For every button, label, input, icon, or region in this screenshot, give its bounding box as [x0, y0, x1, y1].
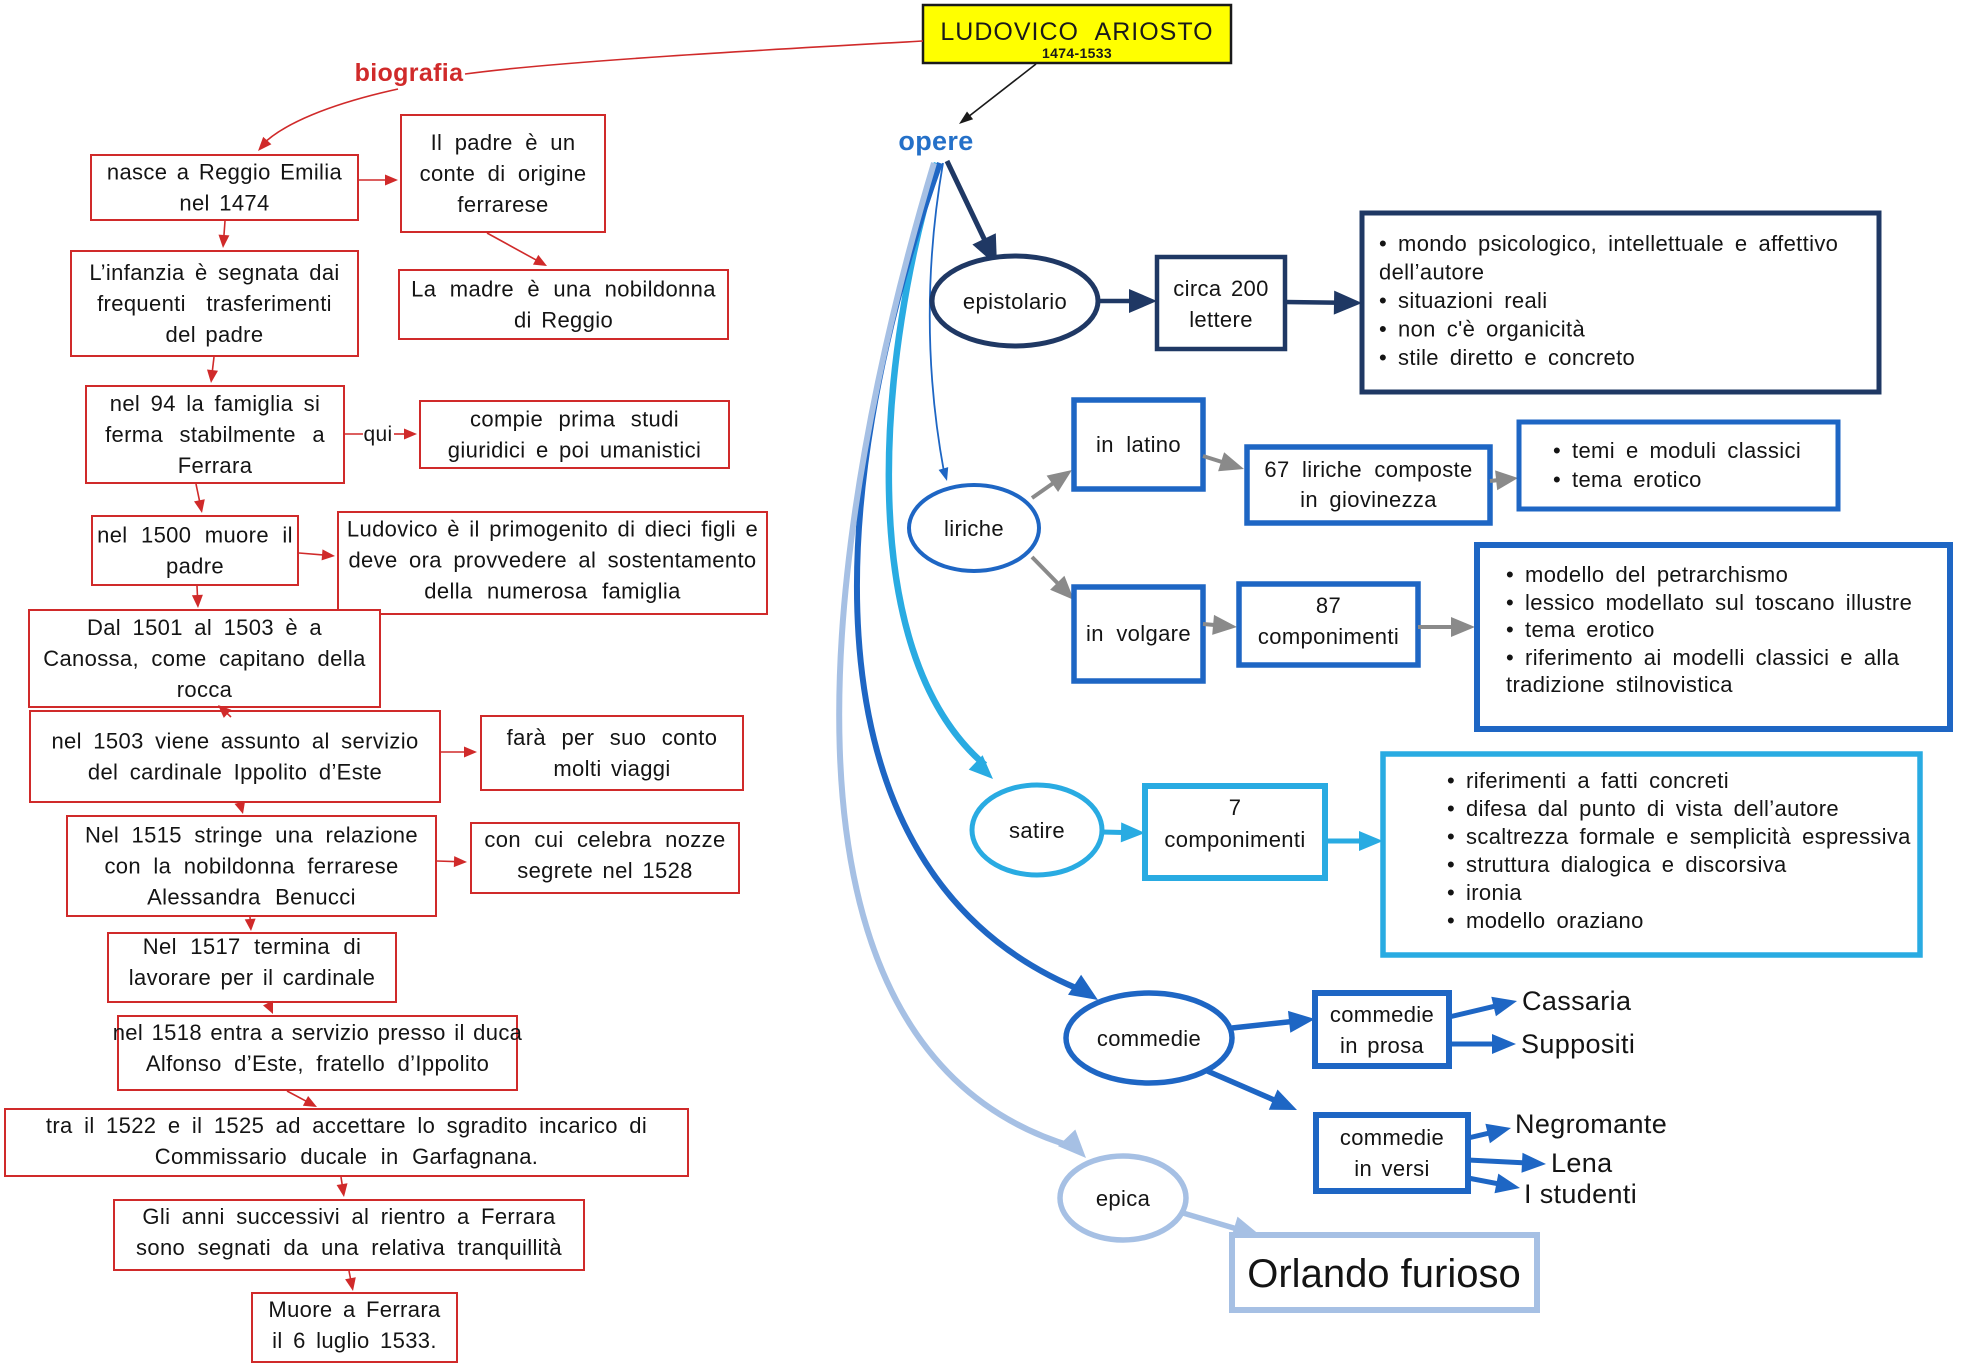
- svg-text:in prosa: in prosa: [1340, 1033, 1424, 1058]
- svg-text:Suppositi: Suppositi: [1521, 1029, 1635, 1059]
- svg-text:componimenti: componimenti: [1258, 624, 1399, 649]
- svg-text:commedie: commedie: [1330, 1002, 1434, 1027]
- svg-text:lavorare per il cardinale: lavorare per il cardinale: [129, 965, 375, 990]
- svg-text:compie prima studi: compie prima studi: [470, 407, 679, 432]
- svg-text:del padre: del padre: [166, 322, 264, 347]
- svg-text:• mondo psicologico, intellett: • mondo psicologico, intellettuale e aff…: [1379, 231, 1838, 256]
- svg-text:nel 1518 entra a servizio pres: nel 1518 entra a servizio presso il duca: [113, 1020, 523, 1045]
- svg-text:Ludovico è il primogenito di d: Ludovico è il primogenito di dieci figli…: [347, 517, 758, 542]
- svg-text:con la nobildonna ferrarese: con la nobildonna ferrarese: [104, 854, 398, 879]
- svg-text:Canossa, come capitano della: Canossa, come capitano della: [43, 646, 366, 671]
- svg-text:• riferimento ai modelli class: • riferimento ai modelli classici e alla: [1506, 645, 1900, 670]
- svg-text:Nel 1515 stringe una relazione: Nel 1515 stringe una relazione: [85, 823, 418, 848]
- svg-text:• modello oraziano: • modello oraziano: [1447, 908, 1644, 933]
- svg-text:• modello del petrarchismo: • modello del petrarchismo: [1506, 562, 1788, 587]
- svg-text:LUDOVICO ARIOSTO: LUDOVICO ARIOSTO: [940, 18, 1213, 46]
- svg-text:deve ora provvedere al sostent: deve ora provvedere al sostentamento: [348, 548, 756, 573]
- svg-text:Il padre è un: Il padre è un: [431, 130, 576, 155]
- svg-text:Orlando furioso: Orlando furioso: [1247, 1252, 1520, 1296]
- svg-text:• temi e moduli classici: • temi e moduli classici: [1553, 438, 1801, 463]
- svg-text:La madre è una nobildonna: La madre è una nobildonna: [411, 277, 716, 302]
- svg-text:molti viaggi: molti viaggi: [553, 756, 670, 781]
- svg-text:I studenti: I studenti: [1524, 1179, 1637, 1209]
- svg-text:• difesa dal punto di vista de: • difesa dal punto di vista dell’autore: [1447, 796, 1839, 821]
- svg-text:ferrarese: ferrarese: [457, 192, 548, 217]
- svg-text:giuridici e poi umanistici: giuridici e poi umanistici: [448, 438, 701, 463]
- svg-text:ferma stabilmente a: ferma stabilmente a: [105, 422, 325, 447]
- svg-text:• struttura dialogica e discor: • struttura dialogica e discorsiva: [1447, 852, 1787, 877]
- svg-text:tra il 1522 e il 1525 ad accet: tra il 1522 e il 1525 ad accettare lo sg…: [46, 1113, 647, 1138]
- svg-text:epica: epica: [1096, 1186, 1151, 1211]
- svg-text:Gli anni successivi al rientro: Gli anni successivi al rientro a Ferrara: [142, 1204, 556, 1229]
- svg-text:tradizione stilnovistica: tradizione stilnovistica: [1506, 672, 1733, 697]
- svg-text:epistolario: epistolario: [963, 289, 1067, 314]
- svg-text:nel 1474: nel 1474: [179, 191, 269, 216]
- svg-text:con cui celebra nozze: con cui celebra nozze: [484, 827, 725, 852]
- svg-text:1474-1533: 1474-1533: [1042, 45, 1112, 61]
- svg-text:• riferimenti a fatti concreti: • riferimenti a fatti concreti: [1447, 768, 1729, 793]
- svg-text:Cassaria: Cassaria: [1522, 986, 1632, 1016]
- svg-text:nel 1500 muore il: nel 1500 muore il: [97, 523, 293, 548]
- svg-text:nel 94 la famiglia si: nel 94 la famiglia si: [110, 391, 320, 416]
- svg-text:87: 87: [1316, 593, 1341, 618]
- svg-text:lettere: lettere: [1189, 307, 1253, 332]
- svg-text:commedie: commedie: [1340, 1125, 1444, 1150]
- svg-text:• stile diretto e concreto: • stile diretto e concreto: [1379, 345, 1635, 370]
- svg-text:della numerosa famiglia: della numerosa famiglia: [424, 579, 681, 604]
- svg-text:di Reggio: di Reggio: [514, 308, 613, 333]
- svg-text:commedie: commedie: [1097, 1026, 1201, 1051]
- svg-text:in latino: in latino: [1096, 432, 1181, 457]
- svg-text:Alfonso d’Este, fratello d’Ipp: Alfonso d’Este, fratello d’Ippolito: [146, 1051, 489, 1076]
- svg-text:• scaltrezza formale e semplic: • scaltrezza formale e semplicità espres…: [1447, 824, 1911, 849]
- svg-text:biografia: biografia: [355, 59, 464, 87]
- svg-text:qui: qui: [363, 423, 392, 446]
- svg-text:nasce a Reggio Emilia: nasce a Reggio Emilia: [107, 160, 343, 185]
- svg-text:segrete nel 1528: segrete nel 1528: [517, 858, 693, 883]
- svg-text:Nel 1517 termina di: Nel 1517 termina di: [143, 934, 361, 959]
- svg-text:sono segnati da una relativa t: sono segnati da una relativa tranquillit…: [136, 1235, 562, 1260]
- svg-text:in versi: in versi: [1354, 1156, 1430, 1181]
- svg-text:7: 7: [1229, 795, 1242, 820]
- svg-text:in volgare: in volgare: [1086, 621, 1191, 646]
- svg-text:liriche: liriche: [944, 516, 1004, 541]
- svg-text:conte di origine: conte di origine: [420, 161, 587, 186]
- svg-text:L’infanzia è segnata dai: L’infanzia è segnata dai: [89, 260, 339, 285]
- svg-text:• lessico modellato sul toscan: • lessico modellato sul toscano illustre: [1506, 590, 1912, 615]
- svg-text:opere: opere: [898, 126, 973, 156]
- svg-text:componimenti: componimenti: [1164, 827, 1305, 852]
- svg-text:rocca: rocca: [177, 677, 233, 702]
- svg-text:del cardinale Ippolito d’Este: del cardinale Ippolito d’Este: [88, 760, 382, 785]
- svg-text:Dal 1501 al 1503 è a: Dal 1501 al 1503 è a: [87, 615, 322, 640]
- svg-text:• situazioni reali: • situazioni reali: [1379, 288, 1548, 313]
- svg-text:Ferrara: Ferrara: [178, 453, 253, 478]
- svg-text:dell’autore: dell’autore: [1379, 260, 1484, 285]
- svg-text:circa 200: circa 200: [1173, 276, 1268, 301]
- svg-text:• tema erotico: • tema erotico: [1553, 467, 1702, 492]
- svg-text:Commissario ducale in Garfagna: Commissario ducale in Garfagnana.: [155, 1144, 539, 1169]
- svg-text:frequenti trasferimenti: frequenti trasferimenti: [97, 291, 332, 316]
- svg-text:Alessandra Benucci: Alessandra Benucci: [147, 885, 356, 910]
- svg-text:• tema erotico: • tema erotico: [1506, 617, 1655, 642]
- svg-text:Negromante: Negromante: [1515, 1109, 1667, 1139]
- svg-text:il 6 luglio 1533.: il 6 luglio 1533.: [272, 1328, 437, 1353]
- svg-text:Muore a Ferrara: Muore a Ferrara: [268, 1297, 441, 1322]
- svg-text:• non c'è organicità: • non c'è organicità: [1379, 317, 1585, 342]
- svg-text:67 liriche composte: 67 liriche composte: [1264, 457, 1472, 482]
- svg-text:in giovinezza: in giovinezza: [1300, 487, 1437, 512]
- svg-text:nel 1503 viene assunto al serv: nel 1503 viene assunto al servizio: [51, 729, 418, 754]
- svg-text:padre: padre: [166, 554, 224, 579]
- svg-text:satire: satire: [1009, 818, 1065, 843]
- svg-text:Lena: Lena: [1551, 1148, 1613, 1178]
- svg-text:• ironia: • ironia: [1447, 880, 1522, 905]
- svg-text:farà per suo conto: farà per suo conto: [507, 725, 718, 750]
